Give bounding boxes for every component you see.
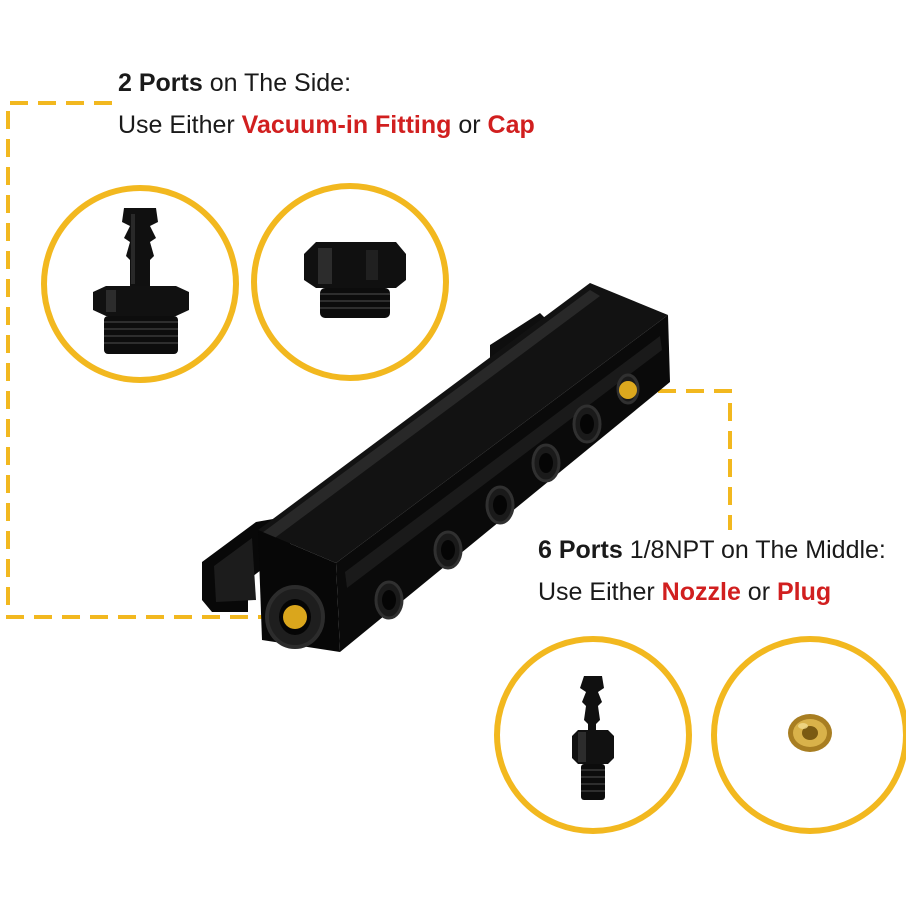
manifold-block bbox=[202, 283, 670, 652]
middle-options-prefix: Use Either bbox=[538, 578, 662, 606]
side-ports-location: on The Side: bbox=[202, 69, 352, 97]
cap-icon bbox=[251, 183, 449, 381]
side-ports-count: 2 Ports bbox=[118, 69, 203, 97]
side-ports-heading: 2 Ports on The Side: bbox=[118, 62, 535, 104]
middle-ports-count: 6 Ports bbox=[538, 536, 623, 564]
middle-ports-location: 1/8NPT on The Middle: bbox=[622, 536, 886, 564]
middle-ports-callout: 6 Ports 1/8NPT on The Middle: Use Either… bbox=[538, 529, 886, 613]
plug-icon bbox=[711, 636, 906, 834]
side-options-prefix: Use Either bbox=[118, 111, 242, 139]
end-port-marker bbox=[283, 605, 307, 629]
middle-options-joiner: or bbox=[740, 578, 777, 606]
middle-port-marker bbox=[619, 381, 637, 399]
side-options-joiner: or bbox=[451, 111, 488, 139]
side-leader-line bbox=[6, 101, 290, 619]
middle-leader-line bbox=[630, 389, 732, 530]
middle-option-nozzle: Nozzle bbox=[661, 578, 741, 606]
middle-ports-heading: 6 Ports 1/8NPT on The Middle: bbox=[538, 529, 886, 571]
side-ports-callout: 2 Ports on The Side: Use Either Vacuum-i… bbox=[118, 62, 535, 146]
side-option-vacuum-fitting: Vacuum-in Fitting bbox=[241, 111, 452, 139]
middle-option-plug: Plug bbox=[776, 578, 832, 606]
side-ports-options: Use Either Vacuum-in Fitting or Cap bbox=[118, 104, 535, 146]
middle-ports-options: Use Either Nozzle or Plug bbox=[538, 571, 886, 613]
side-option-cap: Cap bbox=[487, 111, 535, 139]
vacuum-fitting-icon bbox=[41, 185, 239, 383]
nozzle-icon bbox=[494, 636, 692, 834]
